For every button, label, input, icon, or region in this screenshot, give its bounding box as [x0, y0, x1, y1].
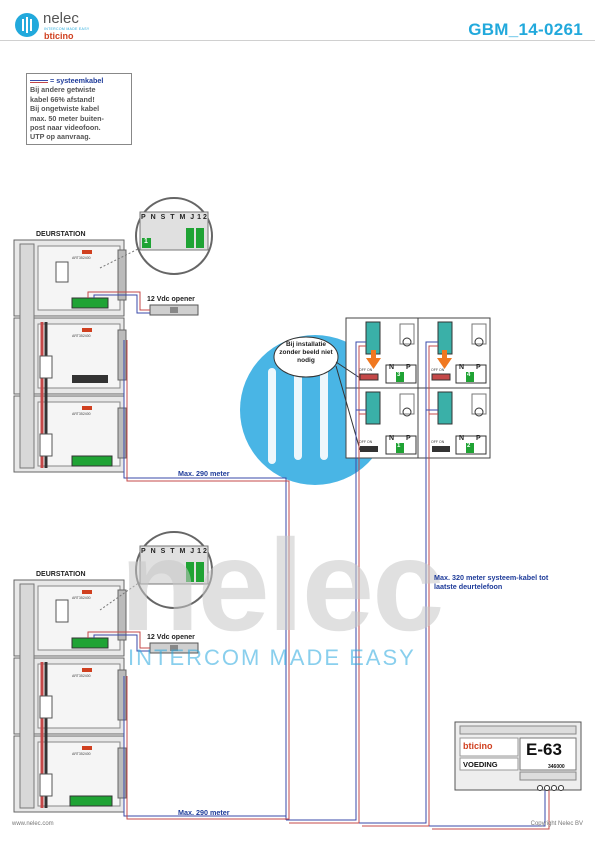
- legend-line: kabel 66% afstand!: [30, 94, 95, 104]
- door-station-1: [13, 239, 127, 473]
- phone-address: 2: [467, 443, 471, 449]
- phone-address: 1: [397, 443, 401, 449]
- terminal-n: N: [389, 435, 395, 442]
- door-station-title-1: DEURSTATION: [36, 231, 86, 238]
- cable-distance-1: Max. 290 meter: [178, 469, 230, 478]
- terminal-magnifier-2: [99, 531, 213, 611]
- legend-line: Bij andere getwiste: [30, 85, 96, 95]
- callout-text: Bij installatie zonder beeld niet nodig: [279, 341, 333, 364]
- door-station-title-2: DEURSTATION: [36, 571, 86, 578]
- dip-switch-label: OFF ON: [431, 368, 445, 372]
- header-divider: [0, 40, 595, 41]
- terminal-p: P: [406, 364, 411, 371]
- legend-line: UTP op aanvraag.: [30, 132, 91, 142]
- terminal-labels-1: P N S T M J 1 2: [141, 214, 207, 221]
- jumper-arrows: [366, 350, 452, 369]
- nelec-logo-icon: [15, 13, 39, 37]
- terminal-p: P: [476, 364, 481, 371]
- door-opener-label-1: 12 Vdc opener: [147, 296, 195, 303]
- psu-model: E-63: [526, 740, 562, 759]
- callout-bubble: [273, 336, 339, 378]
- system-cable-note: Max. 320 meter systeem-kabel tot laatste…: [434, 573, 549, 591]
- door-opener-label-2: 12 Vdc opener: [147, 634, 195, 641]
- cable-sample-icon: [30, 79, 48, 83]
- door-opener-2: [87, 631, 199, 654]
- door-opener-1: [87, 291, 199, 316]
- module-label: ART352400: [72, 596, 91, 600]
- legend-line: Bij ongetwiste kabel: [30, 104, 100, 114]
- module-label: ART352400: [72, 674, 91, 678]
- legend-key: = systeemkabel: [30, 76, 128, 85]
- document-code: GBM_14-0261: [468, 20, 583, 39]
- terminal-n: N: [459, 435, 465, 442]
- footer-website[interactable]: www.nelec.com: [12, 821, 54, 827]
- psu-brand: bticino: [463, 741, 493, 751]
- terminal-n: N: [459, 364, 465, 371]
- brand-name: nelec: [43, 10, 79, 27]
- terminal-magnifier-1: [99, 197, 213, 275]
- module-label: ART352400: [72, 256, 91, 260]
- phone-address: 3: [397, 372, 401, 378]
- psu-code: 346000: [548, 764, 565, 770]
- dip-switch-label: OFF ON: [431, 440, 445, 444]
- address-jumper-1: 1: [144, 238, 148, 245]
- legend-line: max. 50 meter buiten-: [30, 113, 104, 123]
- nelec-logo: nelec INTERCOM MADE EASY bticino: [14, 10, 98, 41]
- indoor-phones: [345, 317, 491, 459]
- cable-legend: = systeemkabel Bij andere getwiste kabel…: [26, 73, 132, 145]
- partner-logo: bticino: [44, 31, 74, 41]
- psu-name: VOEDING: [463, 760, 498, 769]
- brand-tagline: INTERCOM MADE EASY: [44, 27, 90, 31]
- terminal-p: P: [476, 435, 481, 442]
- watermark-slogan: INTERCOM MADE EASY: [128, 645, 416, 670]
- door-station-2: [13, 579, 127, 813]
- watermark-word: nelec: [120, 512, 444, 658]
- module-label: ART352400: [72, 752, 91, 756]
- terminal-labels-2: P N S T M J 1 2: [141, 548, 207, 555]
- terminal-p: P: [406, 435, 411, 442]
- terminal-n: N: [389, 364, 395, 371]
- phone-address: 4: [467, 372, 471, 378]
- system-cables: [123, 340, 550, 830]
- module-label: ART352400: [72, 412, 91, 416]
- module-label: ART352400: [72, 334, 91, 338]
- footer-copyright: Copyright Nelec BV: [530, 821, 583, 827]
- cable-distance-2: Max. 290 meter: [178, 808, 230, 817]
- dip-switch-label: OFF ON: [359, 440, 373, 444]
- power-supply: [454, 721, 582, 791]
- legend-line: post naar videofoon.: [30, 123, 101, 133]
- dip-switch-label: OFF ON: [359, 368, 373, 372]
